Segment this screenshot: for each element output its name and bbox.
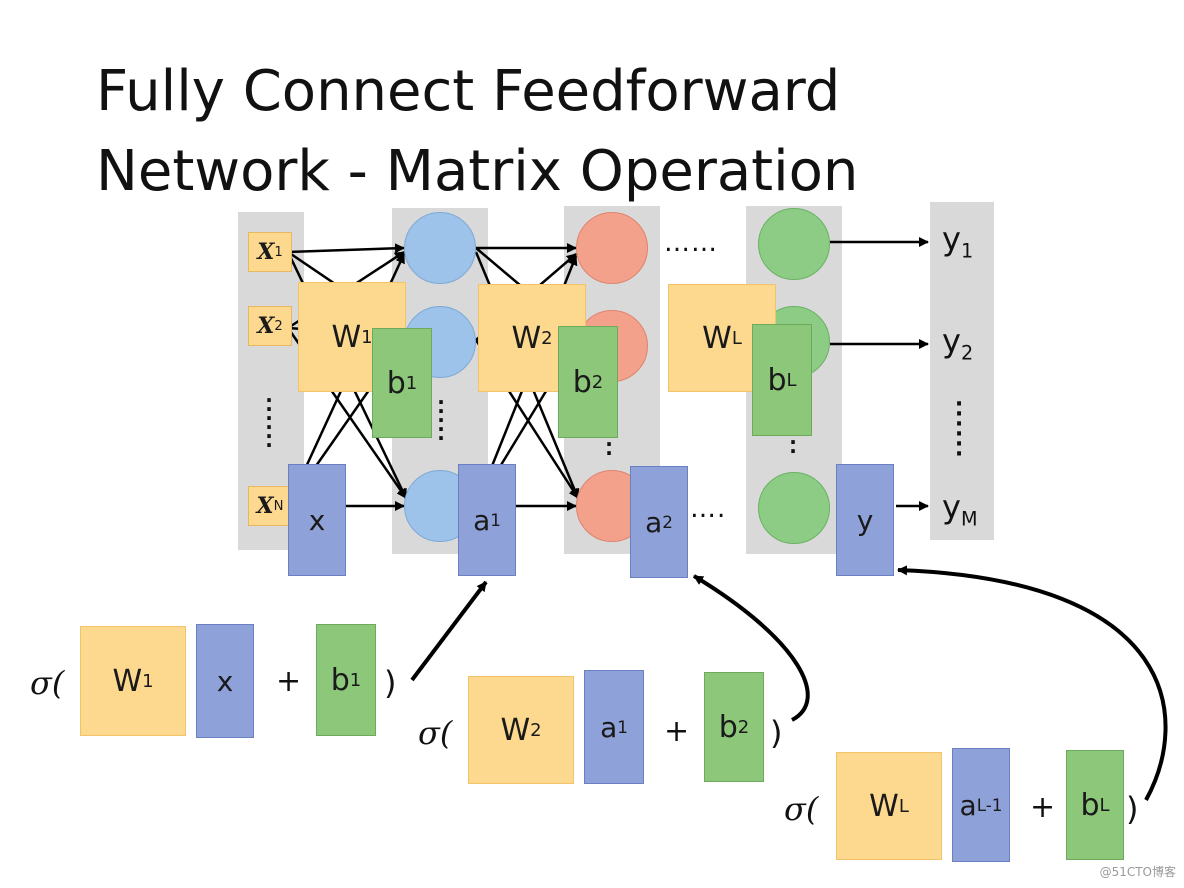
top-dots: …… [664, 228, 718, 258]
layer2-node-1 [576, 212, 648, 284]
eq1-sigma: σ( [30, 664, 65, 702]
layerL-node-1 [758, 208, 830, 280]
eqL-close-paren: ) [1126, 790, 1139, 828]
eq1-plus: + [276, 664, 302, 699]
eq1-close-paren: ) [384, 664, 397, 702]
layer2-vertical-dots: ·· [605, 432, 613, 465]
title-line-1: Fully Connect Feedforward [96, 59, 841, 124]
title-line-2: Network - Matrix Operation [96, 139, 859, 204]
eq2-plus: + [664, 714, 690, 749]
watermark: @51CTO博客 [1099, 865, 1176, 879]
bottom-dots: …. [690, 494, 727, 524]
output-vertical-dots: ······ [954, 392, 964, 467]
layerL-vertical-dots: ·· [789, 430, 797, 463]
input-vertical-dots: ······ [265, 388, 273, 457]
output-yM: yM [942, 488, 978, 531]
eqL-sigma: σ( [784, 790, 819, 828]
output-y2: y2 [942, 322, 974, 365]
eq2-sigma: σ( [418, 714, 453, 752]
vector-x-box: x [288, 464, 346, 576]
vector-y-box: y [836, 464, 894, 576]
layer1-vertical-dots: ····· [437, 390, 445, 450]
output-column-bg [930, 202, 994, 540]
eqL-plus: + [1030, 790, 1056, 825]
eq1-vector-box: x [196, 624, 254, 738]
layerL-node-3 [758, 472, 830, 544]
layer1-node-1 [404, 212, 476, 284]
eq2-close-paren: ) [770, 714, 783, 752]
output-y1: y1 [942, 220, 974, 263]
